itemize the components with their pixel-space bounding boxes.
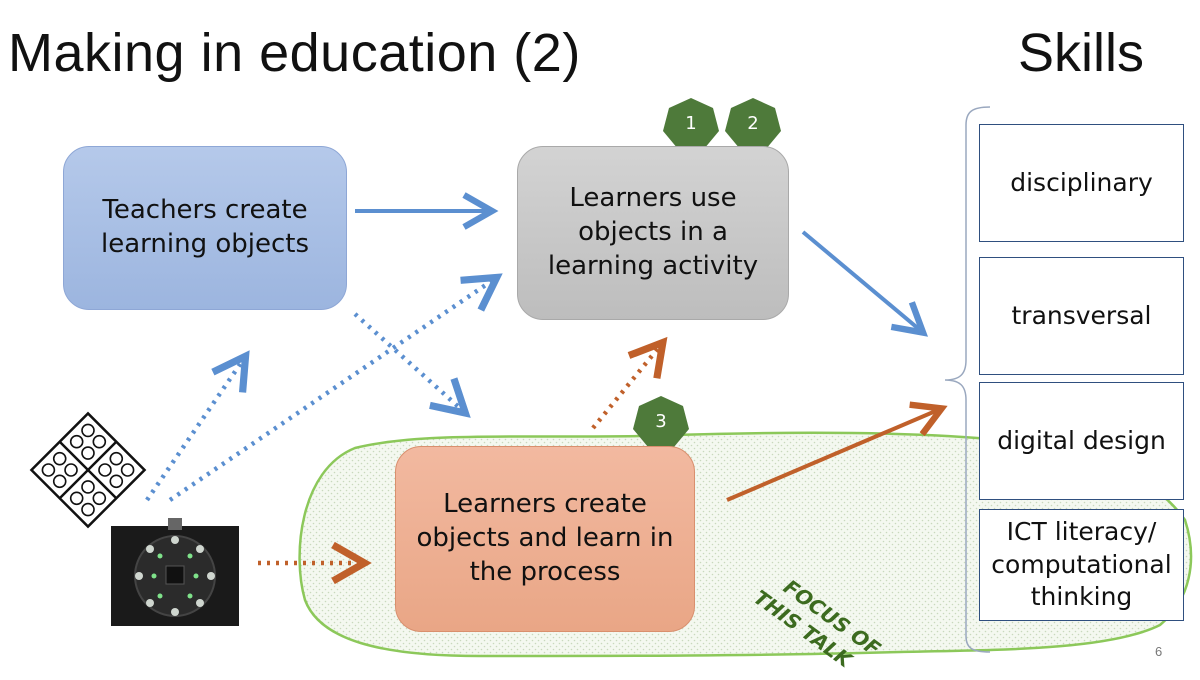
learners-use-box: Learners use objects in a learning activ…	[517, 146, 789, 320]
badge-2-shape	[725, 98, 781, 149]
arrow-device-to-teachers	[145, 350, 250, 502]
badge-2-label: 2	[747, 113, 759, 134]
lego-brick-icon	[29, 411, 147, 529]
arrow-use-to-skills	[801, 230, 929, 337]
skill-ict-literacy: ICT literacy/ computational thinking	[979, 509, 1184, 621]
learners-use-label: Learners use objects in a learning activ…	[547, 183, 759, 281]
skill-label: digital design	[997, 425, 1166, 455]
learners-create-box: Learners create objects and learn in the…	[395, 446, 695, 632]
skill-label: disciplinary	[1010, 167, 1153, 197]
arrow-create-to-skills	[726, 401, 948, 502]
skills-brace	[944, 106, 991, 653]
page-number: 6	[1155, 644, 1163, 659]
slide-title: Making in education (2)	[8, 23, 581, 83]
skill-label: ICT literacy/ computational thinking	[991, 517, 1172, 612]
badge-1-shape	[663, 98, 719, 149]
skill-transversal: transversal	[979, 257, 1184, 375]
skill-digital-design: digital design	[979, 382, 1184, 500]
badge-3-shape	[633, 396, 689, 447]
teachers-create-box: Teachers create learning objects	[63, 146, 347, 310]
teachers-create-label: Teachers create learning objects	[101, 195, 309, 259]
badge-1-label: 1	[685, 113, 697, 134]
skill-disciplinary: disciplinary	[979, 124, 1184, 242]
arrow-teachers-to-create	[353, 312, 471, 418]
skill-label: transversal	[1011, 300, 1152, 330]
circuit-board-image	[111, 518, 239, 626]
badge-3-label: 3	[655, 411, 667, 432]
arrow-device-to-use	[168, 273, 503, 502]
skills-heading: Skills	[1018, 23, 1145, 83]
learners-create-label: Learners create objects and learn in the…	[416, 489, 674, 587]
